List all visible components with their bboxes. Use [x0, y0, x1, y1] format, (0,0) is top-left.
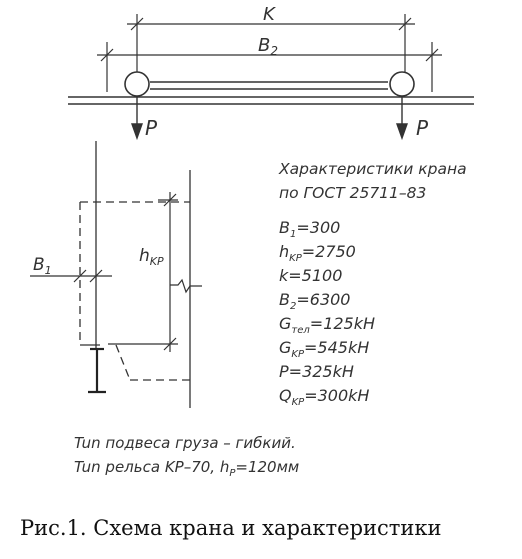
right-wheel — [389, 71, 415, 97]
specs-title-line2: по ГОСТ 25711–83 — [279, 184, 426, 202]
spec-line: GKP=545kH — [279, 338, 369, 360]
dimension-k — [127, 14, 415, 80]
dimension-b2 — [97, 42, 442, 92]
dimension-b1 — [30, 269, 112, 283]
spec-line: k=5100 — [279, 266, 342, 285]
spec-line: Gтел=125kH — [279, 314, 375, 336]
b2-label: B2 — [258, 35, 278, 58]
b1-label: B1 — [33, 255, 52, 277]
figure-caption: Рис.1. Схема крана и характеристики — [20, 516, 442, 540]
crane-side-section — [79, 141, 191, 408]
specs-block: Характеристики крана по ГОСТ 25711–83 B1… — [278, 160, 467, 408]
spec-line: B1=300 — [279, 218, 340, 240]
spec-line: B2=6300 — [279, 290, 350, 312]
dimension-hkp — [108, 192, 202, 352]
spec-line: QKP=300kH — [279, 386, 369, 408]
note-rail: Tun рельса KP–70, hP=120мм — [74, 458, 299, 479]
load-arrow-left — [131, 96, 143, 141]
rail-profile — [88, 347, 106, 394]
crane-beam — [68, 81, 474, 105]
specs-title-line1: Характеристики крана — [278, 160, 467, 178]
k-label: K — [263, 4, 276, 25]
spec-line: hKP=2750 — [279, 242, 356, 264]
spec-line: P=325kH — [279, 362, 354, 381]
hkp-label: hKP — [139, 246, 164, 268]
load-right-label: P — [416, 116, 429, 140]
load-left-label: P — [145, 116, 158, 140]
note-suspension: Tun подвеса груза – гибкий. — [74, 434, 296, 452]
left-wheel — [124, 71, 150, 97]
load-arrow-right — [396, 96, 408, 141]
